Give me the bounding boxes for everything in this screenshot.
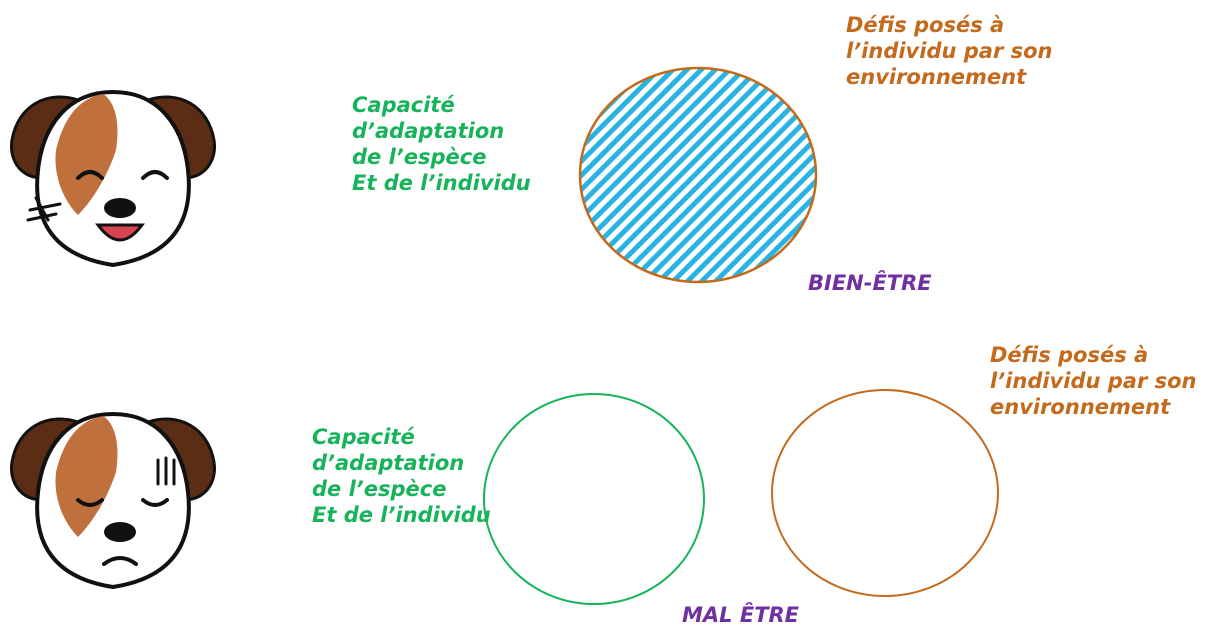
wellbeing-overlap-circle bbox=[578, 66, 818, 284]
challenges-label-bottom: Défis posés à l’individu par son environ… bbox=[990, 343, 1197, 419]
malaise-label: MAL ÊTRE bbox=[682, 603, 800, 627]
capacity-label-bottom: Capacité d’adaptation de l’espèce Et de … bbox=[312, 425, 491, 527]
capacity-label-top: Capacité d’adaptation de l’espèce Et de … bbox=[352, 93, 531, 195]
capacity-circle bbox=[483, 393, 705, 605]
wellbeing-label: BIEN-ÊTRE bbox=[808, 271, 932, 295]
sad-dog-icon bbox=[10, 411, 216, 590]
challenges-circle bbox=[771, 389, 999, 597]
challenges-label-top: Défis posés à l’individu par son environ… bbox=[846, 13, 1053, 89]
happy-dog-icon bbox=[10, 89, 216, 268]
